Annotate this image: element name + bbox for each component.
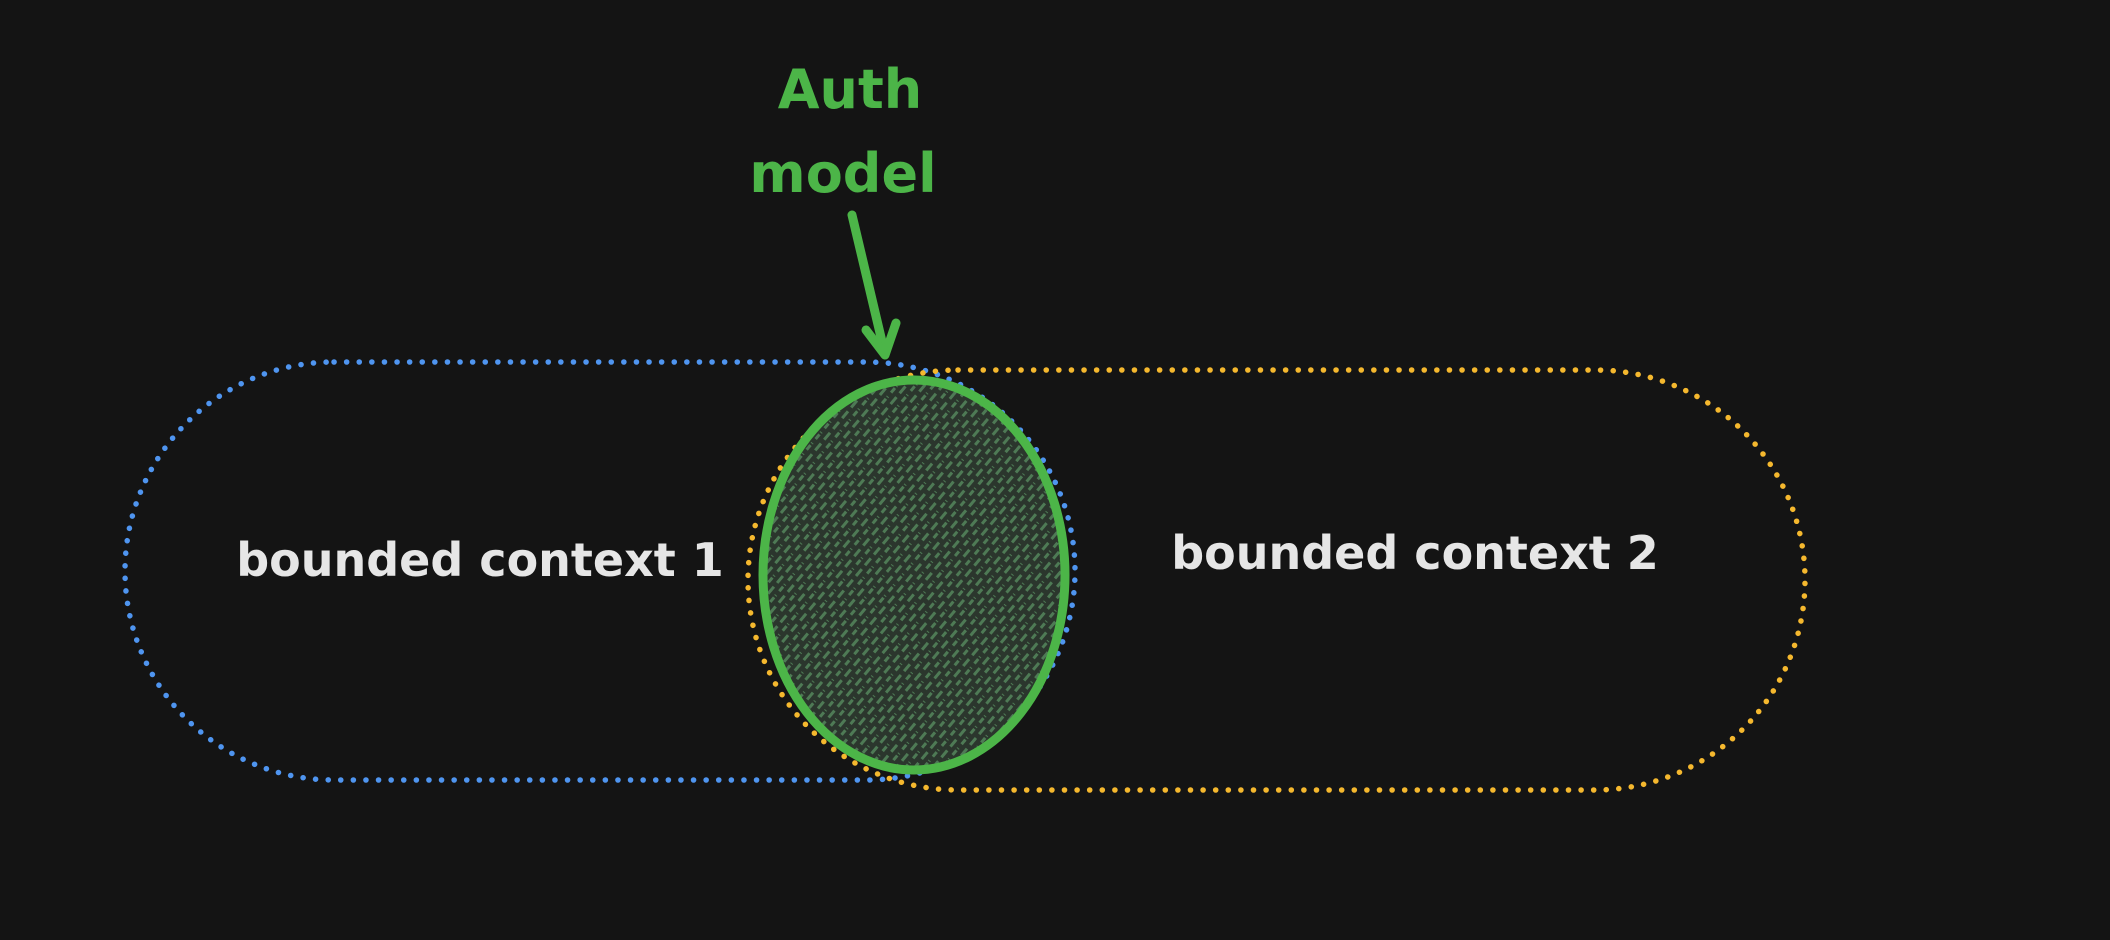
bounded-context-2-label: bounded context 2: [1171, 526, 1659, 580]
bounded-context-1-boundary: [122, 359, 1078, 783]
auth-model-title-line2: model: [749, 142, 936, 205]
pointer-arrow: [847, 210, 901, 360]
auth-model-ellipse: [758, 375, 1070, 775]
bounded-context-1-label: bounded context 1: [236, 533, 724, 587]
bounded-context-2-boundary: [745, 367, 1808, 793]
auth-model-title-line1: Auth: [778, 58, 923, 121]
